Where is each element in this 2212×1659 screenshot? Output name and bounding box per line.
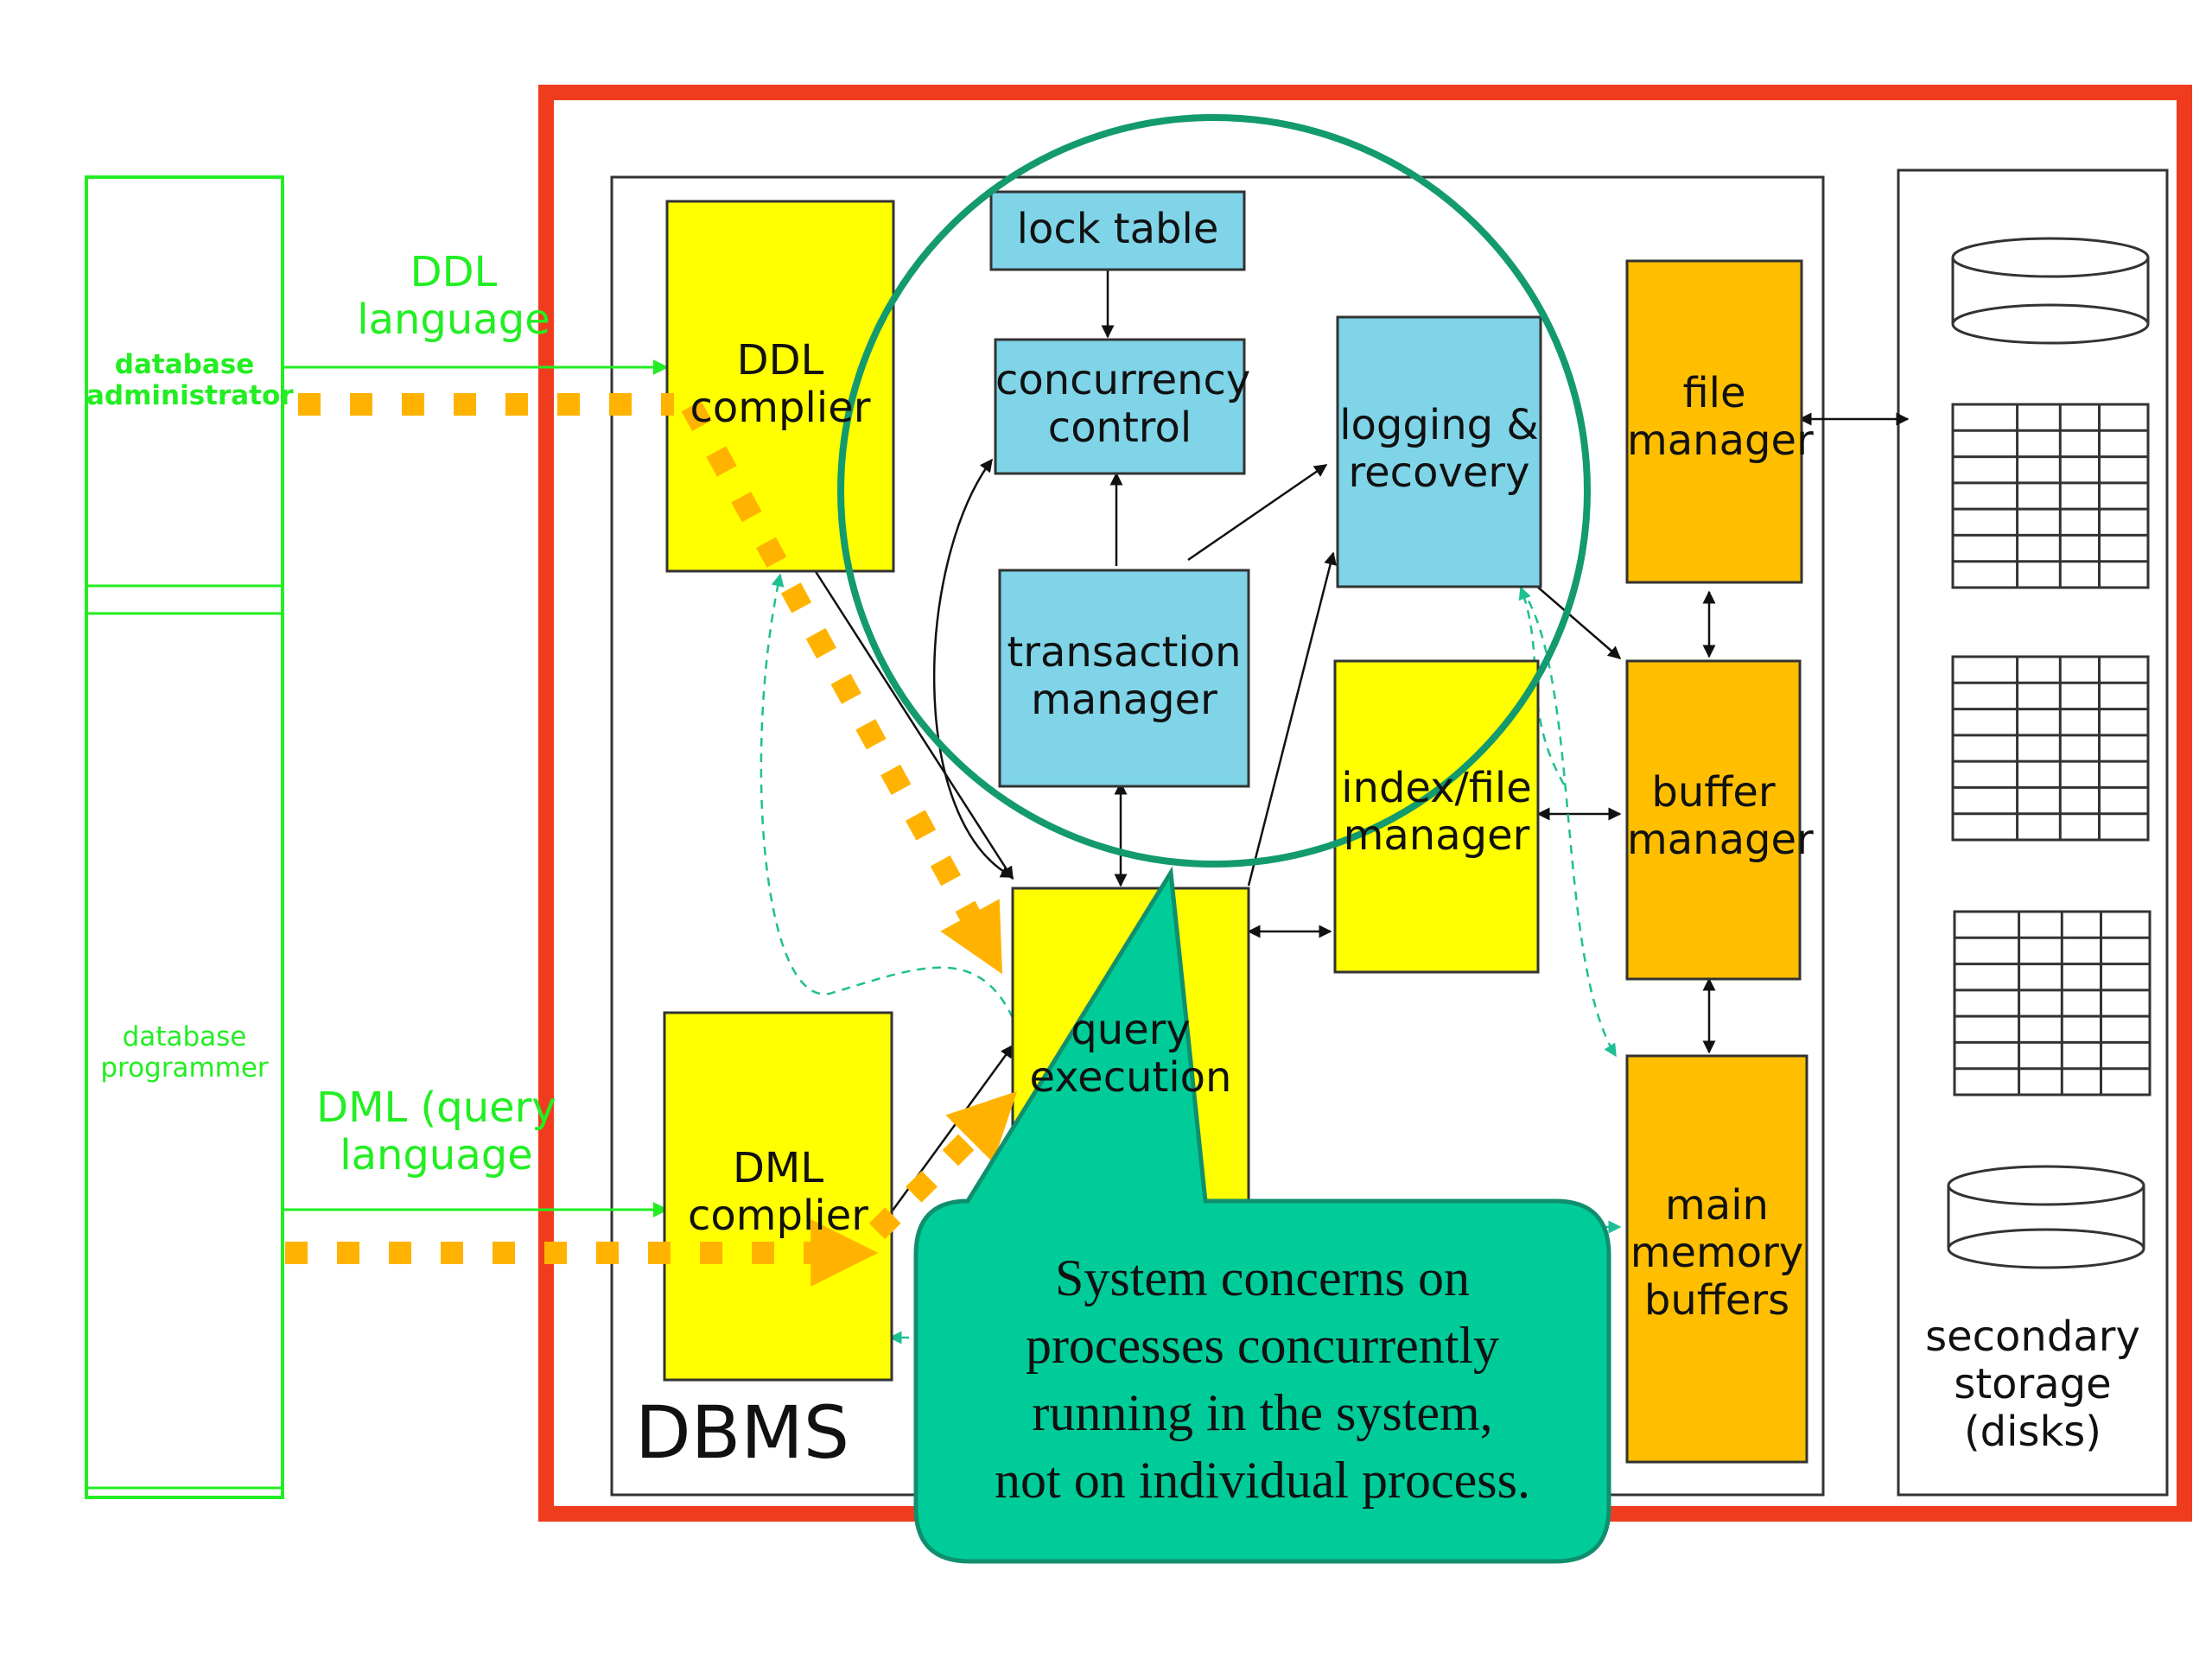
data-table-icon <box>1951 655 2150 842</box>
ddl-language-label: DDL language <box>357 248 550 345</box>
actor-column <box>85 175 284 1499</box>
dml-compiler-box <box>663 1011 893 1382</box>
callout-bubble <box>913 866 1611 1564</box>
lock-table-label: lock table <box>1016 205 1219 253</box>
index-file-manager-label: index/file manager <box>1341 764 1532 861</box>
file-manager-box <box>1625 259 1803 584</box>
orange-dotted-flows <box>285 393 1018 1287</box>
database-administrator-label: database administrator <box>86 349 294 411</box>
dml-compiler-label: DML complier <box>688 1144 868 1241</box>
storage-icons <box>1947 237 2152 1269</box>
secondary-storage-label: secondary storage (disks) <box>1925 1313 2140 1457</box>
logging-recovery-box <box>1336 315 1542 588</box>
buffer-manager-box <box>1625 659 1802 981</box>
transaction-manager-label: transaction manager <box>1007 628 1242 725</box>
disk-cylinder-icon <box>1947 1165 2145 1269</box>
main-memory-buffers-box <box>1625 1054 1808 1464</box>
concurrency-control-box <box>994 338 1246 475</box>
callout-text: System concerns on processes concurrentl… <box>995 1249 1530 1509</box>
database-programmer-label: database programmer <box>100 1021 269 1084</box>
dml-language-label: DML (query language <box>316 1084 556 1180</box>
query-execution-label: query execution <box>1029 1006 1232 1103</box>
actor-flow-arrows <box>283 359 669 1217</box>
main-memory-buffers-label: main memory buffers <box>1630 1181 1804 1325</box>
index-file-manager-box <box>1333 659 1540 974</box>
concurrency-highlight-circle <box>837 114 1591 868</box>
buffer-manager-label: buffer manager <box>1627 768 1814 865</box>
component-boxes <box>663 190 1808 1464</box>
transaction-manager-box <box>998 569 1250 788</box>
concurrency-control-label: concurrency control <box>995 356 1251 453</box>
dbms-title: DBMS <box>635 1390 850 1475</box>
lock-table-box <box>989 190 1246 271</box>
logging-recovery-label: logging & recovery <box>1339 401 1539 498</box>
file-manager-label: file manager <box>1627 369 1814 466</box>
storage-frame <box>1897 168 2169 1497</box>
data-table-icon <box>1953 910 2152 1096</box>
data-table-icon <box>1951 403 2150 589</box>
ddl-compiler-label: DDL complier <box>690 336 871 433</box>
disk-cylinder-icon <box>1951 237 2150 345</box>
